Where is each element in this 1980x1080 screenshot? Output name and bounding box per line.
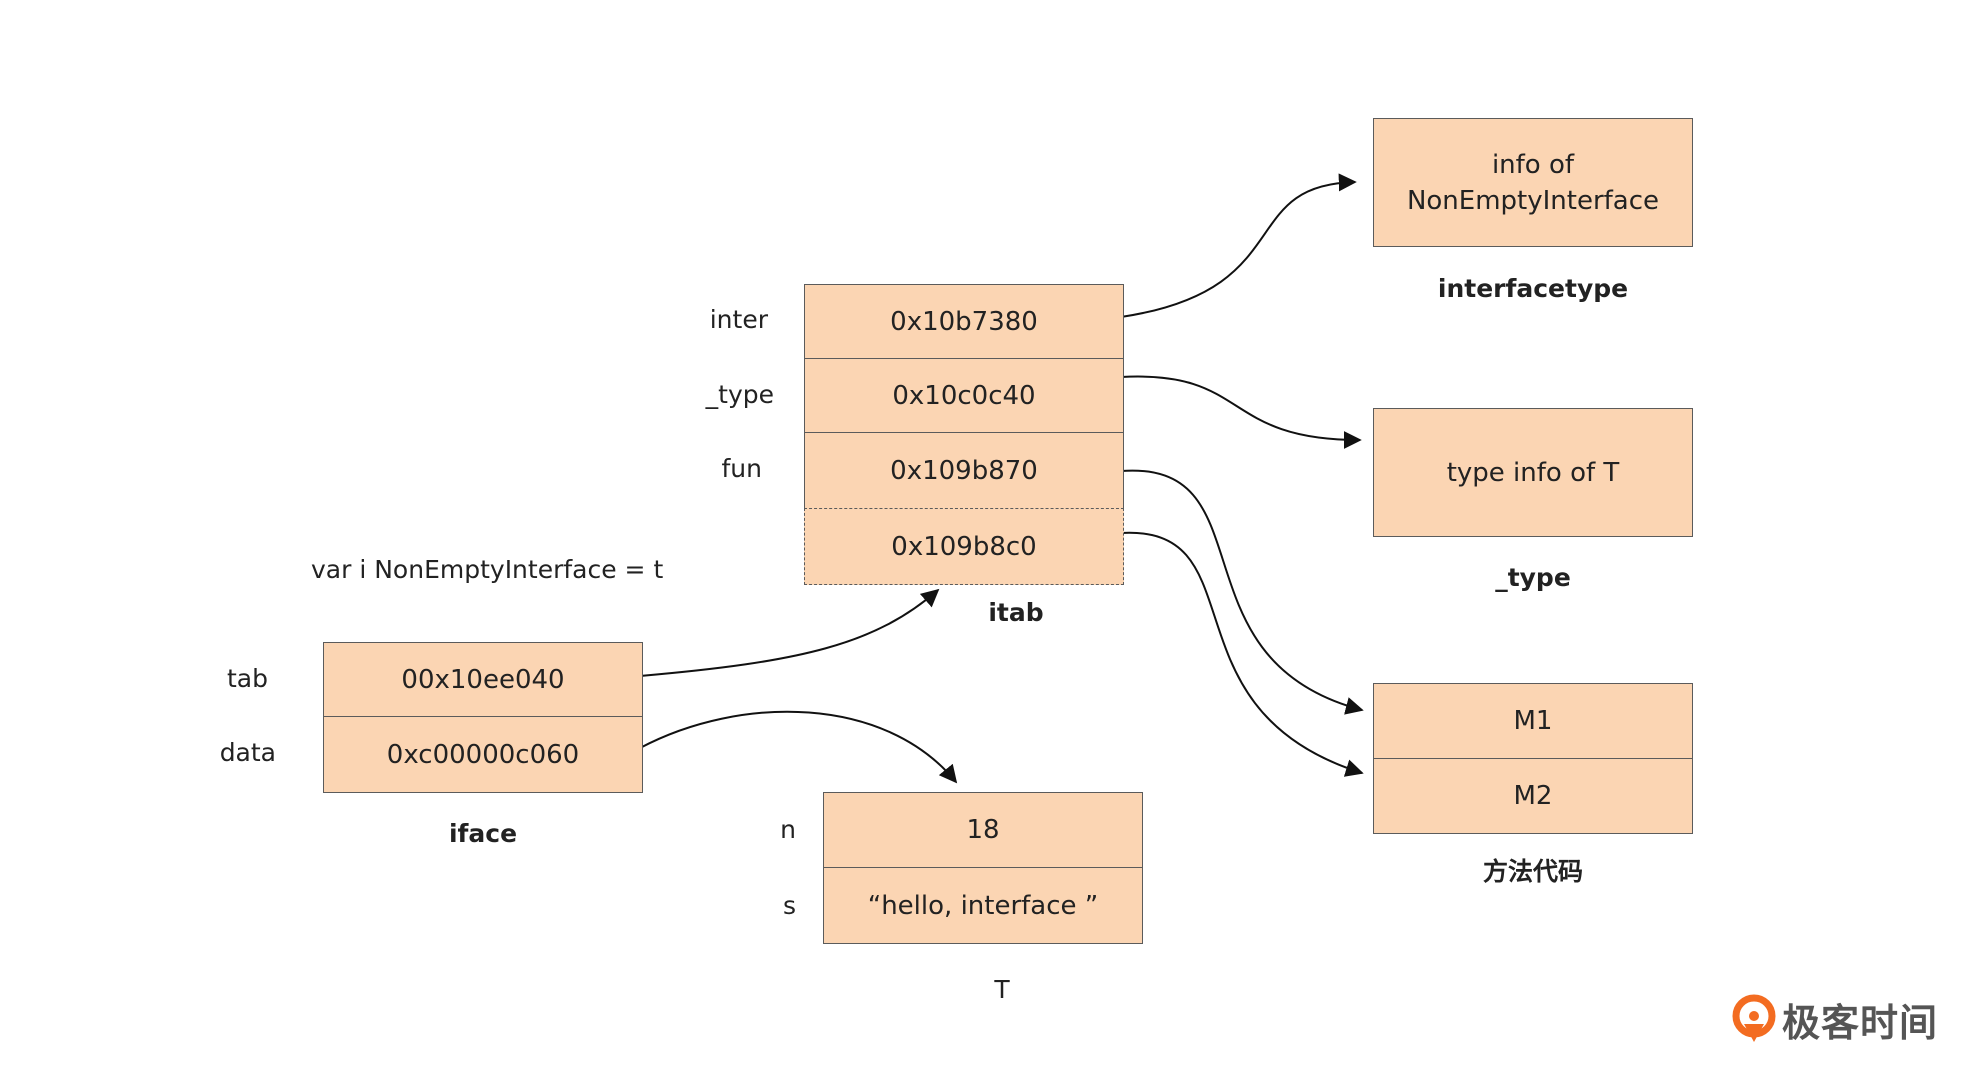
methods-caption: 方法代码: [1482, 857, 1583, 886]
arrow-fun2-to-m2: [1120, 531, 1364, 777]
method-cell-m1: M1: [1373, 683, 1693, 759]
itab-cell-fun-2: 0x109b8c0: [804, 508, 1124, 585]
t-cell-s: “hello, interface ”: [823, 867, 1143, 944]
interfacetype-line1: info of: [1491, 149, 1575, 180]
itab-caption: itab: [988, 598, 1044, 627]
t-caption: T: [994, 975, 1010, 1004]
geektime-logo: 极客时间: [1732, 992, 1938, 1047]
interfacetype-box: info of NonEmptyInterface: [1373, 118, 1693, 247]
arrow-inter-to-interfacetype: [1120, 173, 1357, 318]
type-info-box: type info of T: [1373, 408, 1693, 537]
t-cell-n: 18: [823, 792, 1143, 868]
iface-cell-tab: 00x10ee040: [323, 642, 643, 717]
geektime-logo-text: 极客时间: [1782, 1001, 1939, 1045]
iface-caption: iface: [448, 819, 518, 848]
itab-label-fun: fun: [721, 454, 763, 483]
method-cell-m2: M2: [1373, 758, 1693, 834]
iface-label-data: data: [219, 738, 276, 767]
itab-label-inter: inter: [709, 305, 768, 334]
arrow-tab-to-itab: [639, 588, 940, 677]
type-info-caption: _type: [1495, 563, 1571, 592]
geektime-logo-icon: [1732, 994, 1776, 1042]
arrow-data-to-t: [639, 710, 958, 784]
t-label-n: n: [780, 815, 796, 844]
itab-cell-type: 0x10c0c40: [804, 358, 1124, 433]
itab-label-type: _type: [705, 380, 774, 409]
t-label-s: s: [782, 891, 796, 920]
itab-cell-inter: 0x10b7380: [804, 284, 1124, 359]
iface-label-tab: tab: [227, 664, 268, 693]
interfacetype-line2: NonEmptyInterface: [1406, 185, 1660, 216]
itab-cell-fun: 0x109b870: [804, 432, 1124, 509]
arrow-fun-to-m1: [1120, 469, 1364, 715]
iface-cell-data: 0xc00000c060: [323, 716, 643, 793]
interfacetype-caption: interfacetype: [1437, 274, 1629, 303]
code-line: var i NonEmptyInterface = t: [311, 555, 664, 584]
arrow-type-to-typeinfo: [1120, 375, 1362, 449]
